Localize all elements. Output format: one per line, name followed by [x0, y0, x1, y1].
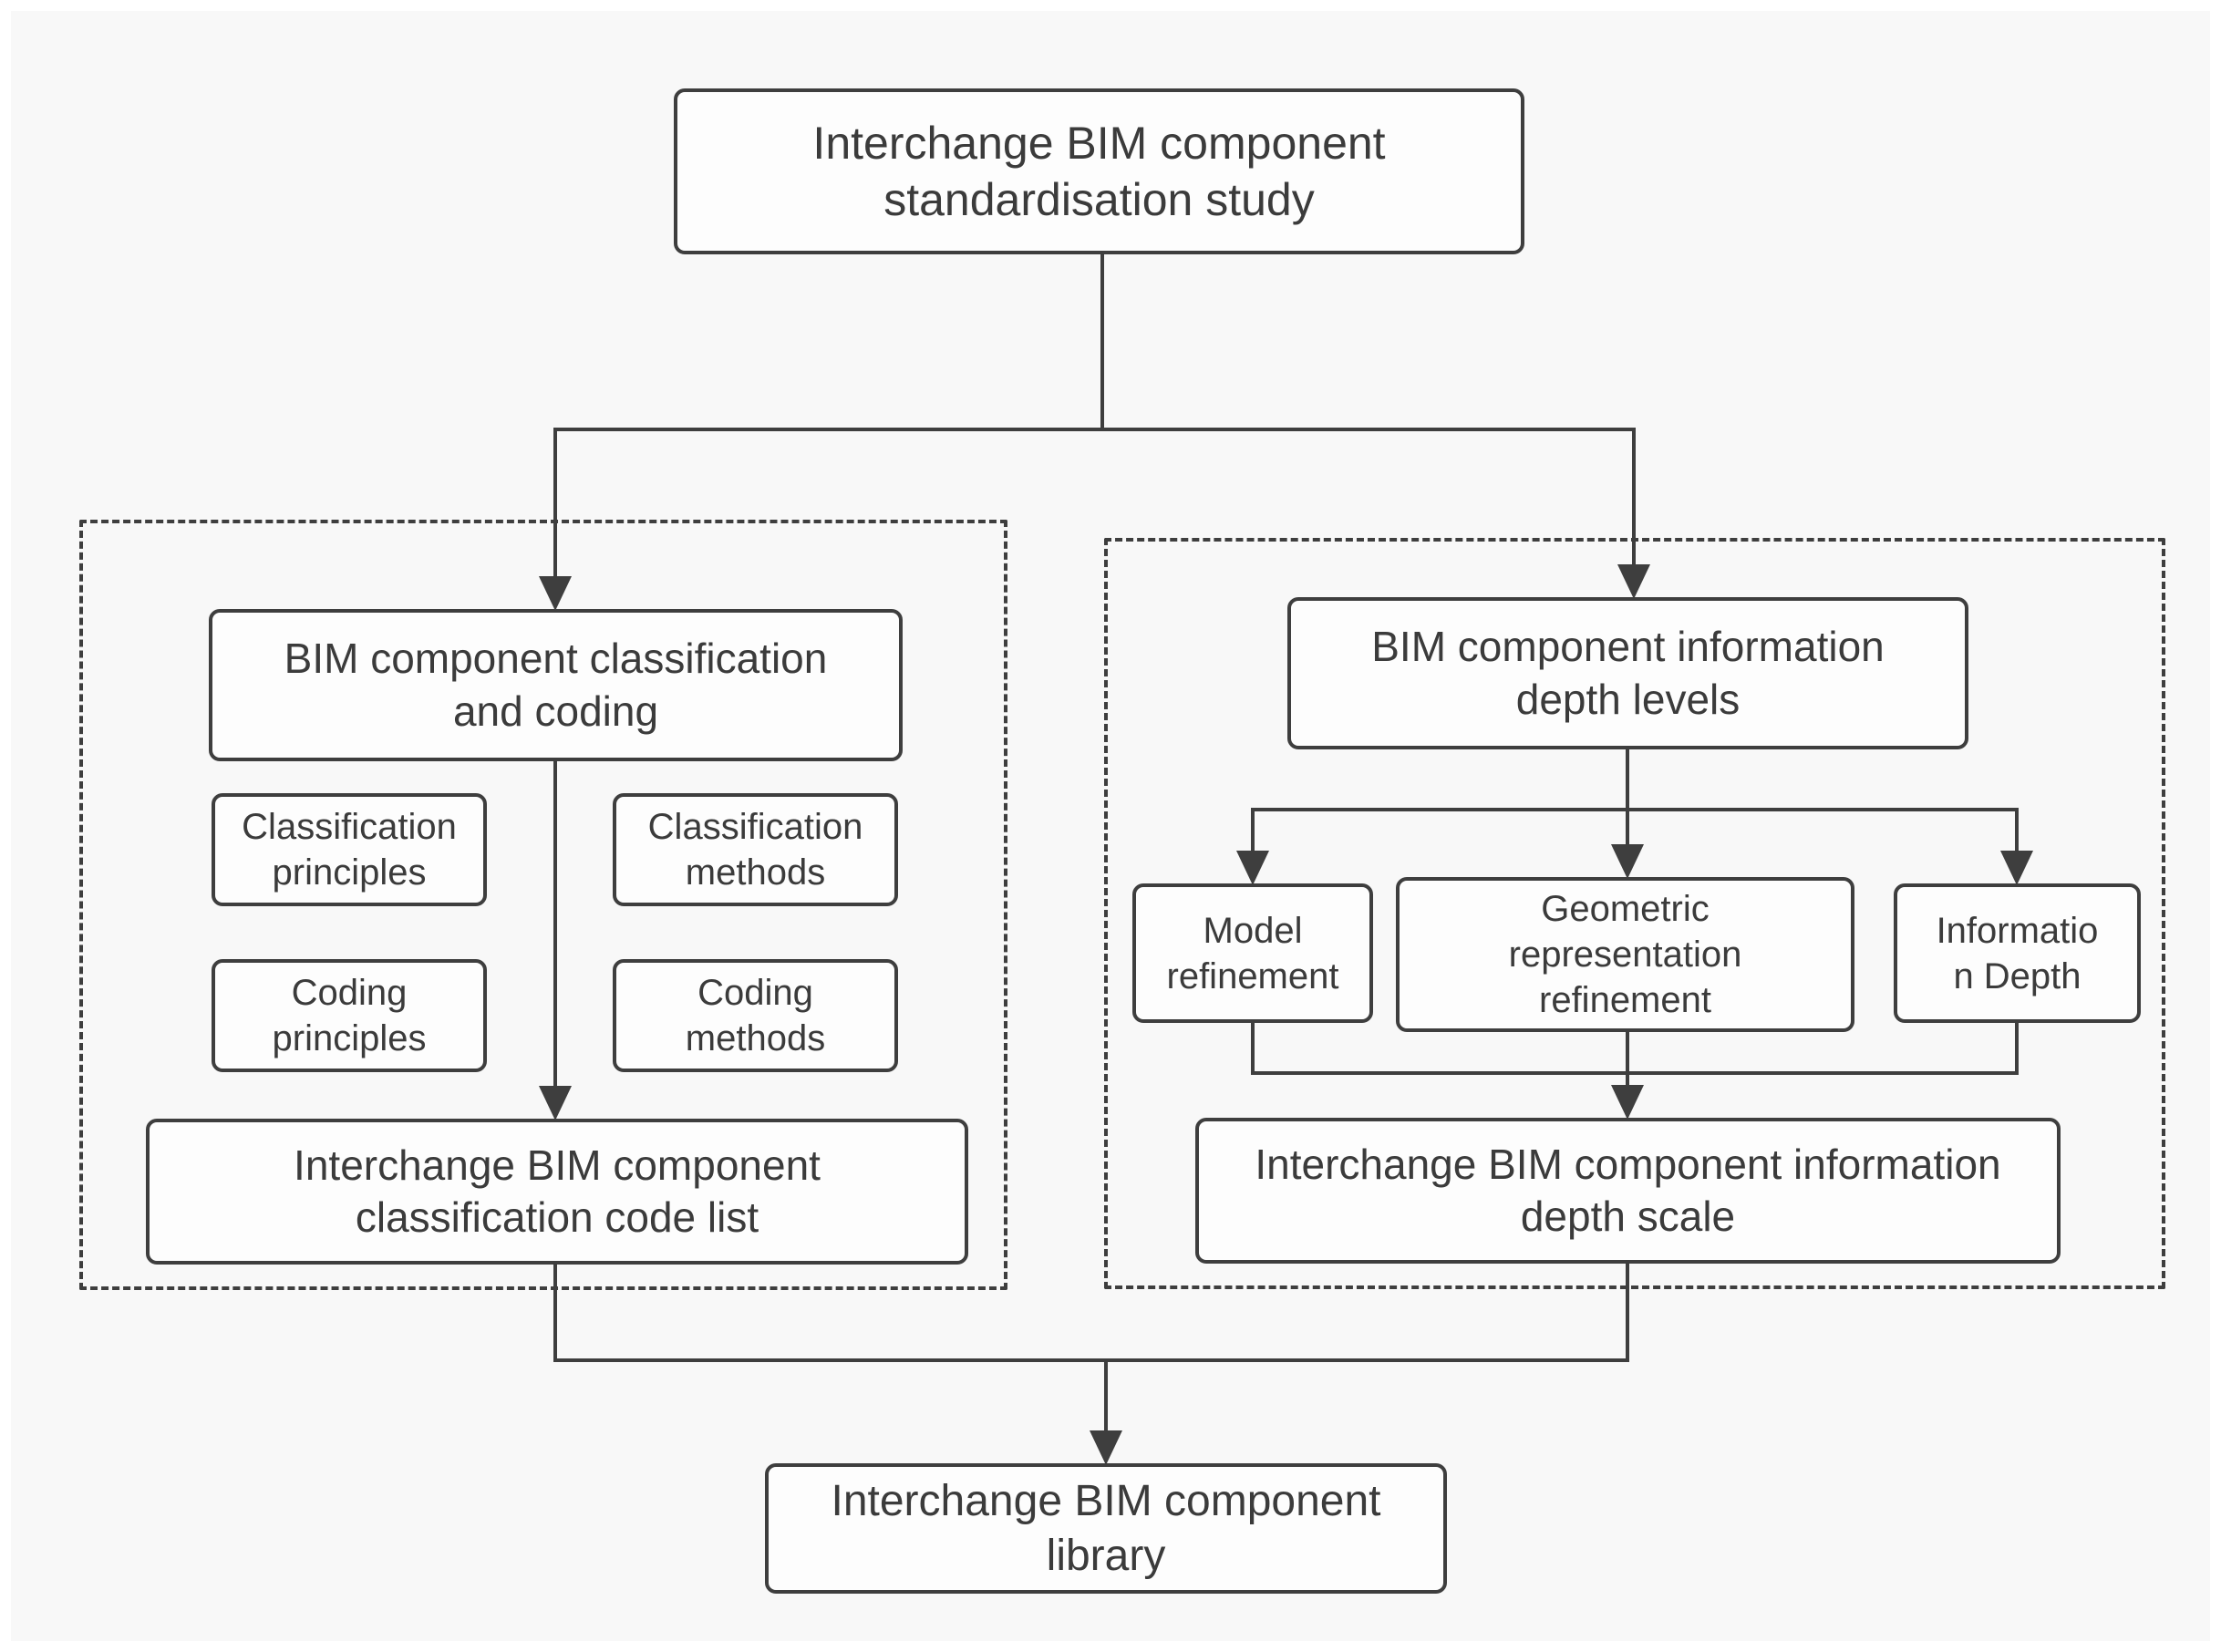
- arrow-down-icon: [1611, 844, 1644, 879]
- left-group-outline: [79, 520, 1007, 1290]
- left-output-box-classification-code-list: Interchange BIM component classification…: [146, 1119, 968, 1265]
- connector-line: [2015, 808, 2019, 852]
- connector-line: [1251, 808, 2019, 811]
- connector-line: [1251, 1023, 1255, 1075]
- arrow-down-icon: [539, 1086, 572, 1120]
- top-box-standardisation-study: Interchange BIM component standardisatio…: [674, 88, 1524, 254]
- arrow-down-icon: [2000, 851, 2033, 885]
- arrow-down-icon: [539, 576, 572, 611]
- connector-line: [2015, 1023, 2019, 1075]
- connector-line: [553, 761, 557, 1089]
- sub-box-information-depth: Informatio n Depth: [1894, 883, 2141, 1023]
- connector-line: [1626, 1264, 1629, 1362]
- arrow-down-icon: [1617, 564, 1650, 599]
- connector-line: [1251, 1071, 2019, 1075]
- connector-line: [1626, 808, 1629, 846]
- connector-line: [1251, 808, 1255, 852]
- arrow-down-icon: [1611, 1085, 1644, 1120]
- left-header-box-classification-coding: BIM component classification and coding: [209, 609, 903, 761]
- sub-box-coding-methods: Coding methods: [613, 959, 898, 1072]
- connector-line: [553, 428, 1636, 431]
- sub-box-coding-principles: Coding principles: [212, 959, 487, 1072]
- arrow-down-icon: [1236, 851, 1269, 885]
- sub-box-model-refinement: Model refinement: [1132, 883, 1373, 1023]
- sub-box-classification-principles: Classification principles: [212, 793, 487, 906]
- connector-line: [553, 1265, 557, 1362]
- right-output-box-information-depth-scale: Interchange BIM component information de…: [1195, 1118, 2061, 1264]
- right-group-outline: [1104, 538, 2165, 1289]
- connector-line: [1100, 254, 1104, 429]
- connector-line: [1626, 1032, 1629, 1089]
- arrow-down-icon: [1090, 1430, 1122, 1465]
- connector-line: [553, 1358, 1629, 1362]
- bottom-box-component-library: Interchange BIM component library: [765, 1463, 1447, 1594]
- right-header-box-information-depth-levels: BIM component information depth levels: [1287, 597, 1968, 749]
- connector-line: [1104, 1358, 1108, 1434]
- connector-line: [553, 428, 557, 580]
- connector-line: [1632, 428, 1636, 568]
- sub-box-classification-methods: Classification methods: [613, 793, 898, 906]
- sub-box-geometric-representation-refinement: Geometric representation refinement: [1396, 877, 1854, 1032]
- connector-line: [1626, 749, 1629, 811]
